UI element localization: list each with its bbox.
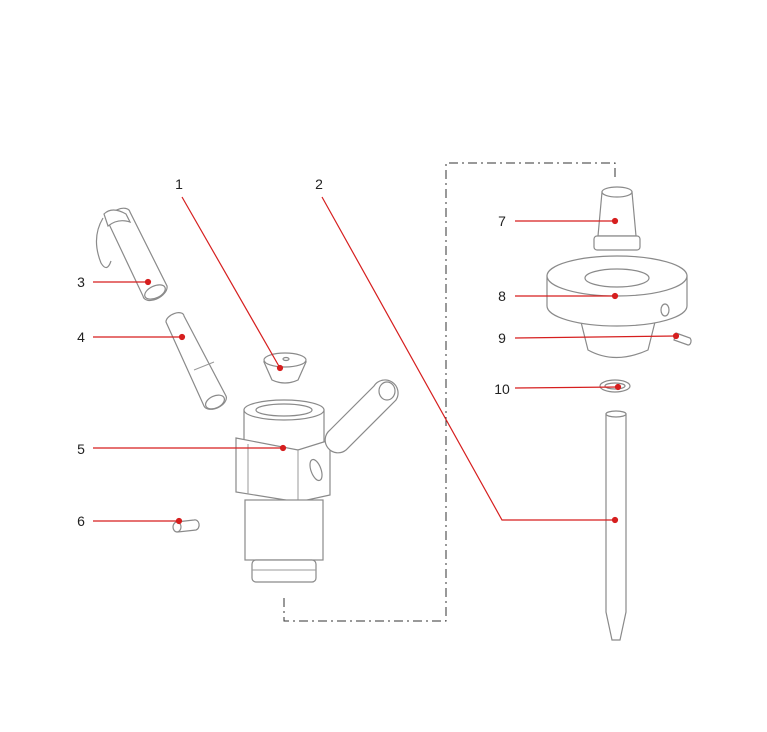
part-8-nozzle-holder bbox=[546, 255, 688, 359]
callout-label-4: 4 bbox=[77, 329, 85, 345]
callout-dot-1 bbox=[276, 364, 284, 372]
part-6-dowel bbox=[172, 519, 200, 533]
callout-label-9: 9 bbox=[498, 330, 506, 346]
callout-label-10: 10 bbox=[494, 381, 510, 397]
callout-label-7: 7 bbox=[498, 213, 506, 229]
callout-label-8: 8 bbox=[498, 288, 506, 304]
callout-dot-2 bbox=[611, 516, 619, 524]
callout-label-2: 2 bbox=[315, 176, 323, 192]
part-4-pin bbox=[165, 312, 227, 410]
callout-dot-5 bbox=[279, 444, 287, 452]
callout-dot-4 bbox=[178, 333, 186, 341]
callout-dot-10 bbox=[614, 383, 622, 391]
part-5-body bbox=[235, 379, 399, 583]
callout-label-3: 3 bbox=[77, 274, 85, 290]
part-10-ring bbox=[599, 379, 631, 393]
part-2-needle bbox=[605, 410, 627, 641]
callout-label-6: 6 bbox=[77, 513, 85, 529]
callout-dot-8 bbox=[611, 292, 619, 300]
callout-label-5: 5 bbox=[77, 441, 85, 457]
part-1-seal bbox=[263, 352, 307, 384]
callout-dot-9 bbox=[672, 332, 680, 340]
leader-lines bbox=[93, 196, 680, 525]
assembly-frame-line bbox=[283, 162, 616, 622]
callout-dot-3 bbox=[144, 278, 152, 286]
part-3-cap bbox=[95, 207, 168, 302]
callout-label-1: 1 bbox=[175, 176, 183, 192]
callout-dot-6 bbox=[175, 517, 183, 525]
part-7-collet bbox=[593, 186, 641, 251]
callout-dot-7 bbox=[611, 217, 619, 225]
